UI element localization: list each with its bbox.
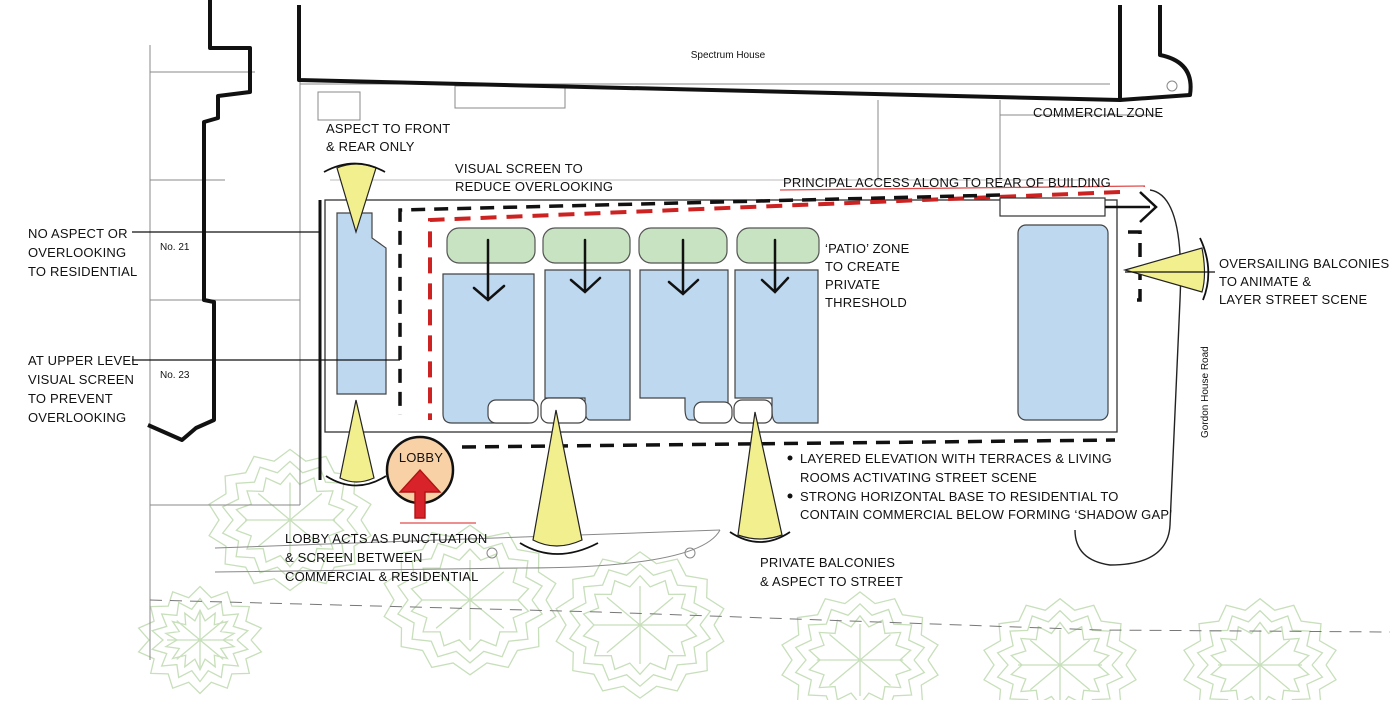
patio-arrows (472, 238, 790, 302)
tree-canopy-outline (996, 609, 1124, 705)
red-access-line (779, 185, 1146, 191)
annotation-upper-level: AT UPPER LEVEL VISUAL SCREEN TO PREVENT … (28, 353, 142, 425)
tree-branch (639, 624, 674, 654)
access-strip (999, 197, 1106, 217)
tree-canopy-outline (781, 591, 939, 705)
tree-branch (859, 634, 891, 661)
tree-branch (859, 659, 891, 686)
building-label: Spectrum House (691, 50, 766, 61)
annotation-strong-base: STRONG HORIZONTAL BASE TO RESIDENTIAL TO… (800, 489, 1172, 522)
tree-branch (199, 620, 224, 641)
annotation-no-aspect: NO ASPECT OR OVERLOOKING TO RESIDENTIAL (28, 226, 137, 279)
aspect-cones (336, 163, 1206, 547)
tree-branch (1259, 664, 1291, 691)
tree-canopy-outline (568, 562, 712, 688)
tree-branch (1259, 639, 1291, 666)
tree-canopy-outline (150, 597, 250, 683)
tree-branch (257, 493, 291, 521)
tree-branch (435, 599, 471, 629)
red-dashed-screen (428, 190, 1121, 420)
bullet-points (787, 455, 793, 499)
annotation-commercial-zone: COMMERCIAL ZONE (1033, 105, 1163, 120)
tree-canopy-outline (137, 585, 263, 695)
road-label: Gordon House Road (1200, 346, 1211, 438)
tree-canopy-outline (983, 597, 1137, 705)
tree-canopy-outline (1196, 609, 1324, 705)
leader-lines (132, 231, 1215, 361)
tree-canopy-outline (396, 536, 544, 664)
tree-branch (289, 519, 323, 547)
tree-canopies (137, 448, 1337, 705)
tree-branch (1229, 639, 1261, 666)
tree-canopy-outline (221, 460, 359, 580)
neighbour-houses-outline (147, 0, 252, 442)
tree-canopy-outline (555, 551, 725, 699)
dashed-site-boundary (149, 599, 1391, 633)
annotation-visual-screen: VISUAL SCREEN TO REDUCE OVERLOOKING (455, 161, 613, 194)
tree-branch (469, 599, 505, 629)
lobby-arrow (398, 468, 442, 519)
annotation-principal-access: PRINCIPAL ACCESS ALONG TO REAR OF BUILDI… (783, 175, 1111, 190)
aspect-cone-front (339, 399, 375, 483)
tree-branch (176, 639, 201, 660)
tree-branch (1059, 639, 1091, 666)
aspect-cone-balcony-1 (532, 409, 583, 547)
spectrum-house-outline (297, 5, 1193, 102)
tree-canopy-outline (208, 448, 372, 592)
tree-branch (606, 596, 641, 626)
cone-arcs (323, 162, 1210, 555)
annotation-aspect-front-rear: ASPECT TO FRONT & REAR ONLY (326, 121, 454, 154)
tree-branch (1059, 664, 1091, 691)
tree-canopy-outline (383, 524, 557, 676)
annotation-private-balconies: PRIVATE BALCONIES & ASPECT TO STREET (760, 555, 903, 589)
neighbour-label-23: No. 23 (160, 370, 190, 381)
tree-branch (1229, 664, 1261, 691)
access-arrow (1105, 191, 1158, 223)
tree-branch (1029, 664, 1061, 691)
tree-branch (829, 634, 861, 661)
balcony-pods (487, 397, 773, 424)
tree-branch (435, 571, 471, 601)
annotation-lobby-punctuation: LOBBY ACTS AS PUNCTUATION & SCREEN BETWE… (285, 531, 491, 584)
annotation-patio-zone: ‘PATIO’ ZONE TO CREATE PRIVATE THRESHOLD (825, 241, 913, 310)
tree-canopy-outline (794, 603, 926, 705)
tree-branch (829, 659, 861, 686)
neighbour-label-21: No. 21 (160, 242, 190, 253)
tree-branch (1029, 639, 1061, 666)
tree-branch (289, 493, 323, 521)
annotation-oversailing: OVERSAILING BALCONIES TO ANIMATE & LAYER… (1219, 256, 1393, 307)
tree-branch (257, 519, 291, 547)
tree-branch (606, 624, 641, 654)
aspect-cone-oversail (1122, 247, 1206, 293)
tree-branch (469, 571, 505, 601)
tree-branch (199, 639, 224, 660)
lobby-label: LOBBY (399, 450, 443, 465)
aspect-cone-balcony-2 (737, 411, 783, 540)
tree-branch (639, 596, 674, 626)
tree-canopy-outline (1183, 597, 1337, 705)
annotation-layered-elevation: LAYERED ELEVATION WITH TERRACES & LIVING… (800, 451, 1116, 485)
tree-branch (176, 620, 201, 641)
